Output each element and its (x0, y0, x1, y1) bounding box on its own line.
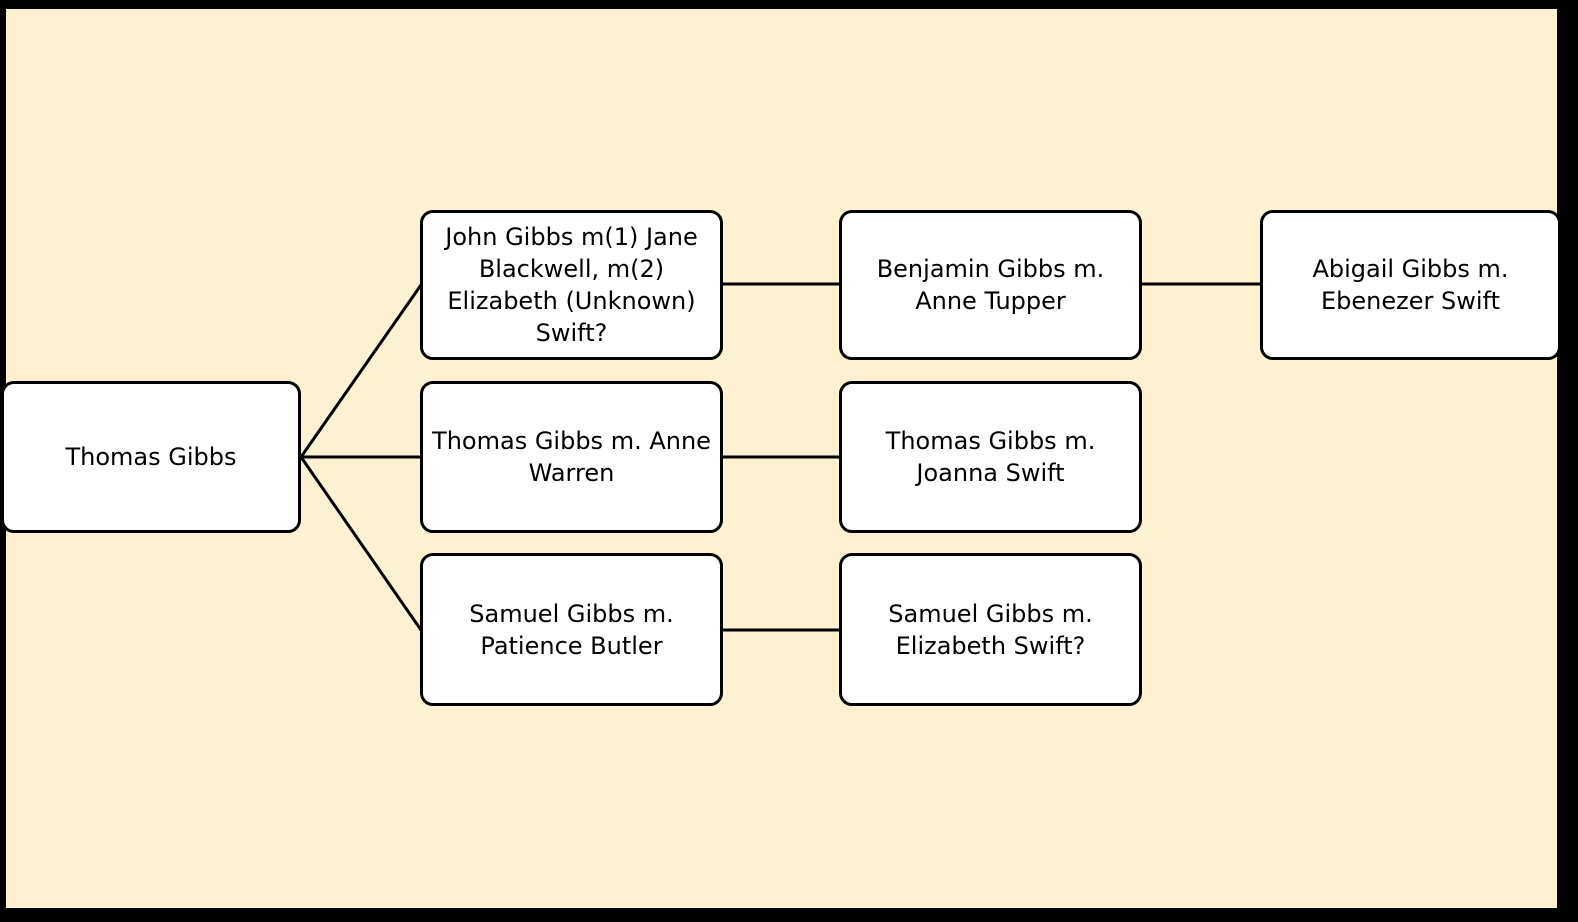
node-abigail-gibbs: Abigail Gibbs m. Ebenezer Swift (1260, 210, 1561, 360)
node-label: Thomas Gibbs m. Anne Warren (432, 427, 711, 487)
node-label: Thomas Gibbs (65, 443, 237, 471)
node-label: Abigail Gibbs m. Ebenezer Swift (1312, 255, 1509, 315)
node-root-thomas-gibbs: Thomas Gibbs (1, 381, 301, 533)
node-samuel-gibbs-patience-butler: Samuel Gibbs m. Patience Butler (420, 553, 723, 706)
node-samuel-gibbs-elizabeth-swift: Samuel Gibbs m. Elizabeth Swift? (839, 553, 1142, 706)
node-benjamin-gibbs: Benjamin Gibbs m. Anne Tupper (839, 210, 1142, 360)
node-label: Samuel Gibbs m. Patience Butler (469, 599, 674, 660)
node-label: Benjamin Gibbs m. Anne Tupper (876, 255, 1105, 315)
node-thomas-gibbs-joanna-swift: Thomas Gibbs m. Joanna Swift (839, 381, 1142, 533)
node-label: Thomas Gibbs m. Joanna Swift (885, 427, 1096, 487)
node-label: Samuel Gibbs m. Elizabeth Swift? (888, 599, 1093, 660)
node-thomas-gibbs-anne-warren: Thomas Gibbs m. Anne Warren (420, 381, 723, 533)
node-label: John Gibbs m(1) Jane Blackwell, m(2) Eli… (445, 223, 698, 347)
node-john-gibbs: John Gibbs m(1) Jane Blackwell, m(2) Eli… (420, 210, 723, 360)
